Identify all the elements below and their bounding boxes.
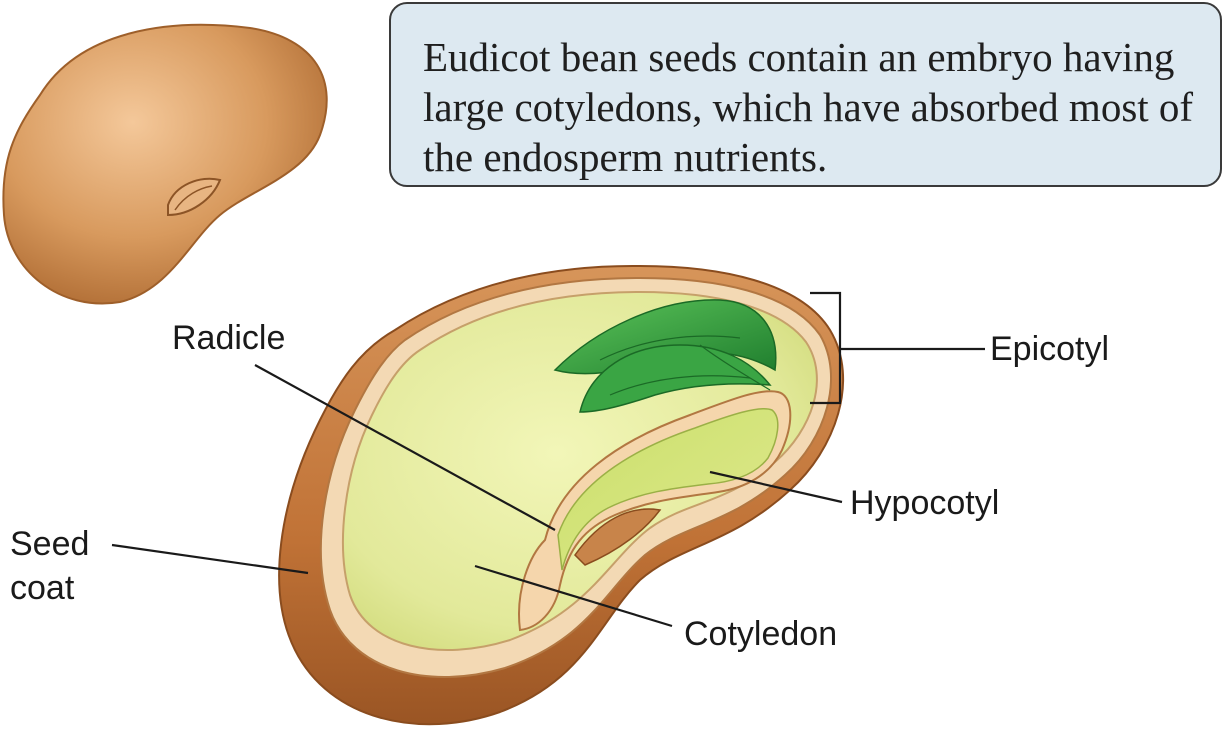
label-epicotyl: Epicotyl [990,330,1110,368]
seed-coat-leader-line [111,543,309,575]
epicotyl-leaves [553,299,777,413]
caption-text: Eudicot bean seeds contain an embryo hav… [423,34,1194,180]
label-seed-coat: Seed coat [10,525,90,607]
epicotyl-bracket [810,291,985,405]
whole-bean-seed [2,23,328,305]
radicle-leader-line [254,364,556,531]
cut-bean-seed [278,264,845,726]
hypocotyl-leader-line [709,470,843,504]
caption-box: Eudicot bean seeds contain an embryo hav… [389,2,1222,187]
cotyledon-leader-line [474,564,673,628]
hypocotyl-shape [557,407,779,571]
label-radicle: Radicle [172,319,286,357]
label-cotyledon: Cotyledon [684,615,838,653]
label-hypocotyl: Hypocotyl [850,484,1000,522]
